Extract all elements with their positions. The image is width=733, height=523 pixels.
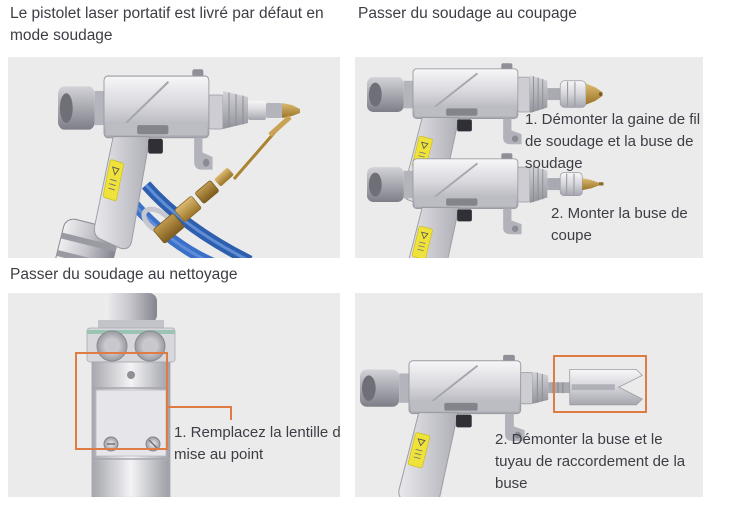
panel-lens-replacement-photo: 1. Remplacez la lentille de mise au poin… bbox=[8, 293, 340, 497]
highlight-box-focus-lens bbox=[75, 352, 168, 450]
panel-welding-to-cutting-photo: 1. Démonter la gaine de fil de soudage e… bbox=[355, 57, 703, 258]
step-note-remove-welding-nozzle: 1. Démonter la gaine de fil de soudage e… bbox=[525, 111, 701, 172]
focus-tube-and-welding-nozzle bbox=[208, 91, 300, 130]
leader-line-h bbox=[168, 406, 232, 408]
heading-default-welding-mode: Le pistolet laser portatif est livré par… bbox=[10, 5, 324, 44]
step-note-replace-focus-lens: 1. Remplacez la lentille de mise au poin… bbox=[174, 424, 340, 463]
wire-feed-assembly bbox=[153, 115, 292, 244]
gun-body-front-view-illustration bbox=[86, 293, 176, 497]
heading-welding-to-cutting: Passer du soudage au coupage bbox=[358, 5, 577, 22]
step-note-remove-nozzle-pipe: 2. Démonter la buse et le tuyau de racco… bbox=[495, 431, 686, 492]
heading-welding-to-cleaning: Passer du soudage au nettoyage bbox=[10, 266, 238, 283]
panel-remove-nozzle-photo: 2. Démonter la buse et le tuyau de racco… bbox=[355, 293, 703, 497]
welding-gun-with-wire-feed-illustration bbox=[52, 68, 300, 258]
step-note-mount-cutting-nozzle: 2. Monter la buse de coupe bbox=[551, 205, 688, 244]
blue-cables bbox=[123, 181, 253, 258]
panel-default-welding-photo bbox=[8, 57, 340, 258]
highlight-box-nozzle-pipe bbox=[553, 355, 647, 413]
leader-line-v bbox=[230, 406, 232, 420]
